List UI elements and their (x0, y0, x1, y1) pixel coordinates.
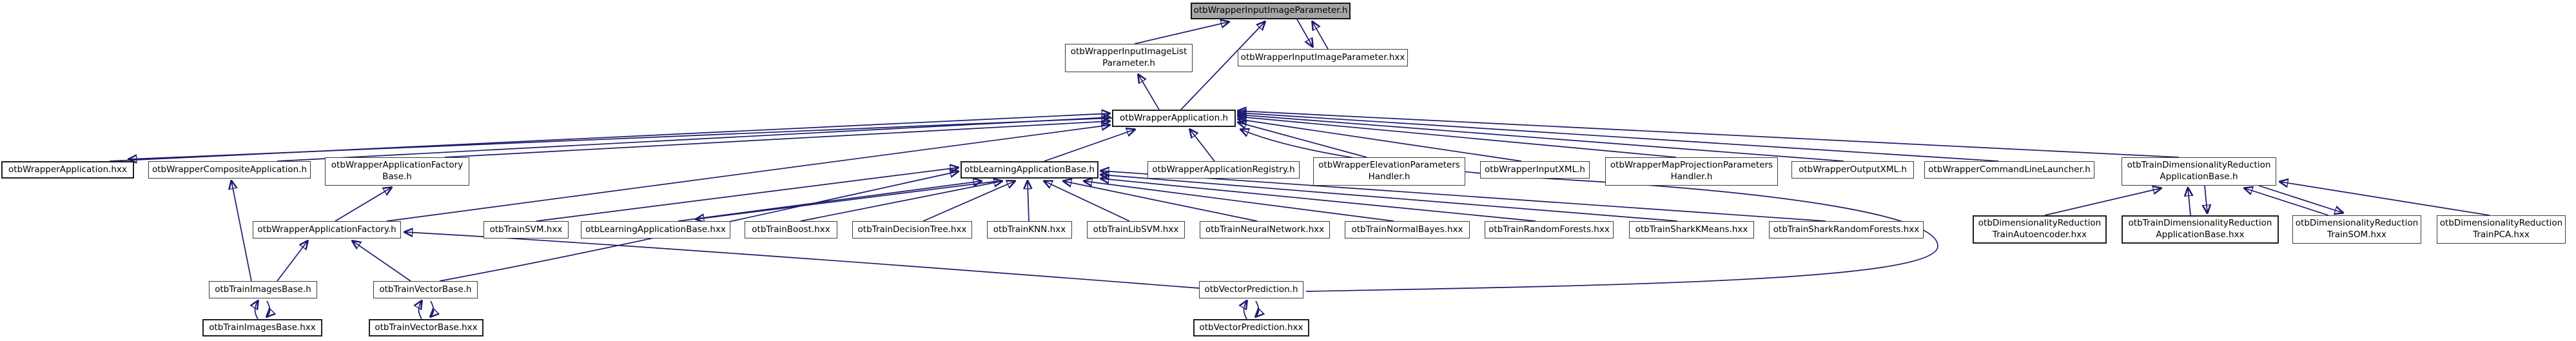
edge-neural-to-learnbase (1064, 181, 1258, 222)
graph-node-listparam[interactable]: otbWrapperInputImageList Parameter.h (1065, 44, 1193, 72)
graph-node-svm[interactable]: otbTrainSVM.hxx (483, 221, 569, 239)
graph-node-vectorhxx[interactable]: otbTrainVectorBase.hxx (369, 319, 483, 336)
edge-pca-to-dimredbase (2280, 182, 2490, 216)
graph-node-pca[interactable]: otbDimensionalityReduction TrainPCA.hxx (2437, 215, 2566, 244)
graph-node-vecpredhxx[interactable]: otbVectorPrediction.hxx (1193, 319, 1309, 336)
graph-node-factorybase[interactable]: otbWrapperApplicationFactory Base.h (325, 157, 469, 186)
graph-node-elevation[interactable]: otbWrapperElevationParameters Handler.h (1313, 157, 1465, 186)
edge-vecpred-to-app (1241, 130, 1938, 292)
edge-dimredbase-to-app (1238, 111, 2180, 158)
graph-node-imageshxx[interactable]: otbTrainImagesBase.hxx (202, 319, 322, 336)
graph-node-composite[interactable]: otbWrapperCompositeApplication.h (148, 161, 311, 179)
edge-mapproj-to-app (1238, 117, 1677, 158)
graph-node-som[interactable]: otbDimensionalityReduction TrainSOM.hxx (2292, 215, 2421, 244)
edge-app-to-listparam (1138, 75, 1160, 110)
graph-node-paramhxx[interactable]: otbWrapperInputImageParameter.hxx (1238, 49, 1408, 66)
edge-composite-to-app (277, 117, 1109, 162)
edge-som-to-dimredbase (2245, 188, 2329, 216)
graph-node-bayes[interactable]: otbTrainNormalBayes.hxx (1345, 221, 1470, 239)
edge-libsvm-to-learnbase (1044, 181, 1130, 222)
edge-app-to-root (1180, 22, 1265, 110)
edge-dimredbase-to-som (2258, 185, 2343, 213)
edge-boost-to-learnbase (800, 181, 1002, 222)
edge-imageshxx-to-imagesbase (255, 301, 259, 320)
edge-imagesbase-to-imageshxx (267, 300, 270, 317)
edge-svm-to-learnbase (536, 168, 958, 222)
edge-sharkrf-to-learnbase (1101, 171, 1826, 222)
edge-factorybase-to-app (444, 121, 1109, 158)
edge-paramhxx-to-root (1312, 22, 1329, 50)
graph-node-mapproj[interactable]: otbWrapperMapProjectionParameters Handle… (1605, 157, 1778, 186)
edge-sharkkm-to-learnbase (1101, 175, 1678, 222)
edge-learnbase-to-app (1044, 130, 1135, 162)
graph-node-learnhxx[interactable]: otbLearningApplicationBase.hxx (581, 221, 730, 239)
graph-node-registry[interactable]: otbWrapperApplicationRegistry.h (1147, 161, 1300, 179)
edge-elevation-to-app (1238, 122, 1367, 158)
edge-dimredhxx-to-dimredbase (2188, 188, 2191, 216)
edge-bayes-to-learnbase (1084, 181, 1394, 222)
graph-node-root[interactable]: otbWrapperInputImageParameter.h (1191, 3, 1351, 19)
graph-node-vecpred[interactable]: otbVectorPrediction.h (1199, 281, 1303, 298)
edge-registry-to-app (1190, 130, 1215, 162)
graph-node-factory[interactable]: otbWrapperApplicationFactory.h (253, 221, 401, 239)
graph-node-knn[interactable]: otbTrainKNN.hxx (987, 221, 1072, 239)
edge-dectree-to-learnbase (922, 181, 1015, 222)
graph-node-boost[interactable]: otbTrainBoost.hxx (745, 221, 837, 239)
graph-node-vectorbase[interactable]: otbTrainVectorBase.h (373, 281, 478, 298)
graph-node-sharkrf[interactable]: otbTrainSharkRandomForests.hxx (1769, 221, 1924, 239)
graph-node-app[interactable]: otbWrapperApplication.h (1112, 110, 1236, 127)
edge-learnhxx-to-learnbase (678, 181, 981, 222)
edge-factory-to-app (386, 125, 1109, 222)
graph-node-dectree[interactable]: otbTrainDecisionTree.hxx (852, 221, 972, 239)
graph-node-imagesbase[interactable]: otbTrainImagesBase.h (209, 281, 317, 298)
edge-outputxml-to-app (1238, 115, 1844, 162)
edge-imagesbase-to-factory (277, 241, 307, 282)
graph-node-cmdline[interactable]: otbWrapperCommandLineLauncher.h (1924, 161, 2094, 179)
edge-learnbase-to-learnhxx (696, 180, 999, 219)
graph-node-learnbase[interactable]: otbLearningApplicationBase.h (961, 161, 1098, 179)
edge-randfor-to-learnbase (1101, 179, 1536, 222)
graph-node-libsvm[interactable]: otbTrainLibSVM.hxx (1087, 221, 1185, 239)
edge-factory-to-factorybase (335, 188, 391, 222)
edge-app-to-apphxx (129, 117, 1113, 159)
edge-vectorbase-to-vectorhxx (431, 300, 434, 317)
edge-vectorhxx-to-vectorbase (419, 301, 422, 320)
edge-vecpredhxx-to-vecpred (1244, 301, 1247, 320)
edge-inputxml-to-app (1238, 119, 1522, 162)
graph-node-dimredbase[interactable]: otbTrainDimensionalityReduction Applicat… (2122, 157, 2276, 186)
edge-dimredbase-to-dimredhxx (2205, 185, 2207, 213)
graph-node-apphxx[interactable]: otbWrapperApplication.hxx (1, 161, 134, 179)
graph-node-outputxml[interactable]: otbWrapperOutputXML.h (1791, 161, 1914, 179)
edge-cmdline-to-app (1238, 113, 1999, 162)
graph-node-autoenc[interactable]: otbDimensionalityReduction TrainAutoenco… (1973, 215, 2107, 244)
edge-listparam-to-root (1134, 22, 1229, 44)
graph-node-neural[interactable]: otbTrainNeuralNetwork.hxx (1200, 221, 1330, 239)
graph-node-randfor[interactable]: otbTrainRandomForests.hxx (1485, 221, 1614, 239)
edge-vecpred-to-vecpredhxx (1256, 300, 1259, 317)
graph-node-sharkkm[interactable]: otbTrainSharkKMeans.hxx (1629, 221, 1754, 239)
edge-vectorbase-to-factory (353, 241, 411, 282)
graph-node-inputxml[interactable]: otbWrapperInputXML.h (1480, 161, 1590, 179)
edge-knn-to-learnbase (1028, 181, 1029, 222)
graph-node-dimredhxx[interactable]: otbTrainDimensionalityReduction Applicat… (2122, 215, 2279, 244)
edge-autoenc-to-dimredbase (2044, 188, 2161, 216)
edge-imagesbase-to-composite (231, 181, 252, 282)
edge-root-to-paramhxx (1296, 19, 1312, 46)
edge-vecpred-to-factory (405, 232, 1200, 289)
